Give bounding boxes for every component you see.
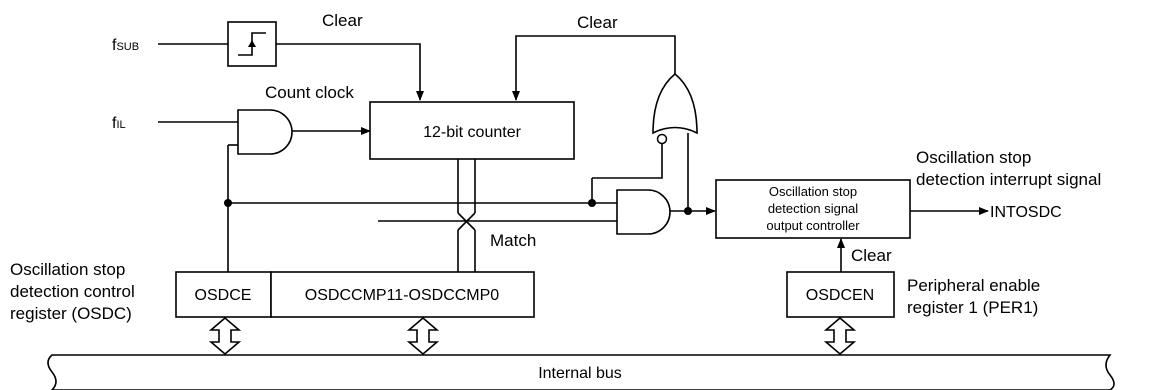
intosdc-label: INTOSDC <box>990 204 1062 221</box>
match-label: Match <box>490 231 536 250</box>
fsub-label: fSUB <box>112 37 139 54</box>
bus-arrow-osdccmp <box>406 316 440 356</box>
counter-label: 12-bit counter <box>423 124 522 141</box>
internal-bus <box>47 354 1115 390</box>
controller-box <box>715 179 911 239</box>
osdcen-register <box>786 271 895 318</box>
osdc-caption-2: detection control <box>10 282 135 301</box>
controller-line-2: detection signal <box>768 201 858 216</box>
output-and-gate <box>616 189 671 235</box>
fil-label: fIL <box>112 115 126 132</box>
osdccmp-register <box>270 271 535 318</box>
clear-label-right: Clear <box>577 13 618 32</box>
osdce-register <box>175 271 272 318</box>
controller-line-3: output controller <box>766 218 860 233</box>
clear-label-bottom: Clear <box>851 246 892 265</box>
interrupt-caption-2: detection interrupt signal <box>916 170 1101 189</box>
clear-or-gate <box>652 72 698 135</box>
osdccmp-label: OSDCCMP11-OSDCCMP0 <box>305 287 500 304</box>
edge-clear-wire <box>276 43 424 101</box>
internal-bus-label: Internal bus <box>538 365 622 382</box>
interrupt-caption-1: Oscillation stop <box>916 148 1031 167</box>
or-negation-bubble <box>656 133 668 145</box>
edge-arrow-icon <box>248 40 256 47</box>
or-clear-wire <box>512 35 676 101</box>
count-clock-label: Count clock <box>265 83 354 102</box>
bus-arrow-osdcen <box>823 316 857 356</box>
enable-to-or-neg <box>592 144 663 179</box>
osdc-caption-3: register (OSDC) <box>10 304 132 323</box>
counter-box <box>369 101 575 160</box>
bus-arrow-osdce <box>208 316 242 356</box>
controller-line-1: Oscillation stop <box>769 184 857 199</box>
per1-caption-2: register 1 (PER1) <box>907 298 1038 317</box>
count-and-gate <box>237 109 293 155</box>
osdce-label: OSDCE <box>195 287 252 304</box>
clear-label-left: Clear <box>322 11 363 30</box>
per1-caption-1: Peripheral enable <box>907 276 1040 295</box>
osdcen-label: OSDCEN <box>806 287 874 304</box>
osdc-caption-1: Oscillation stop <box>10 260 125 279</box>
